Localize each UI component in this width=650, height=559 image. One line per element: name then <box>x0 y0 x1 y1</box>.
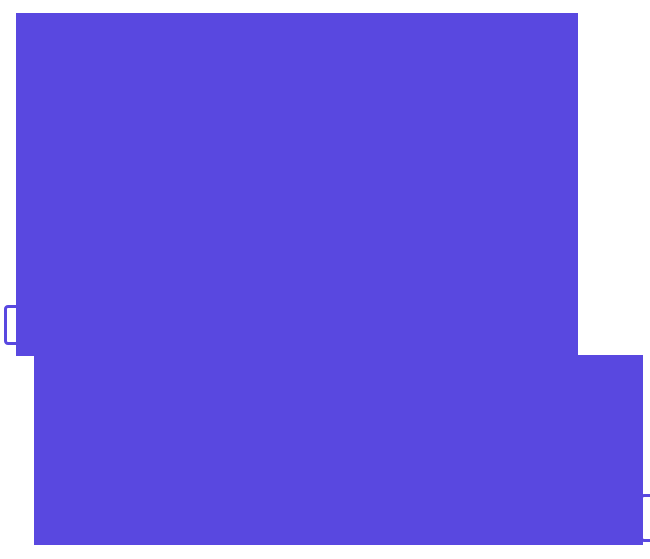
canvas-description: Extreme close-up crop of a user interfac… <box>0 0 1 1</box>
indigo-region-upper-block[interactable] <box>16 13 578 356</box>
indigo-region-lower-block[interactable] <box>34 355 643 545</box>
